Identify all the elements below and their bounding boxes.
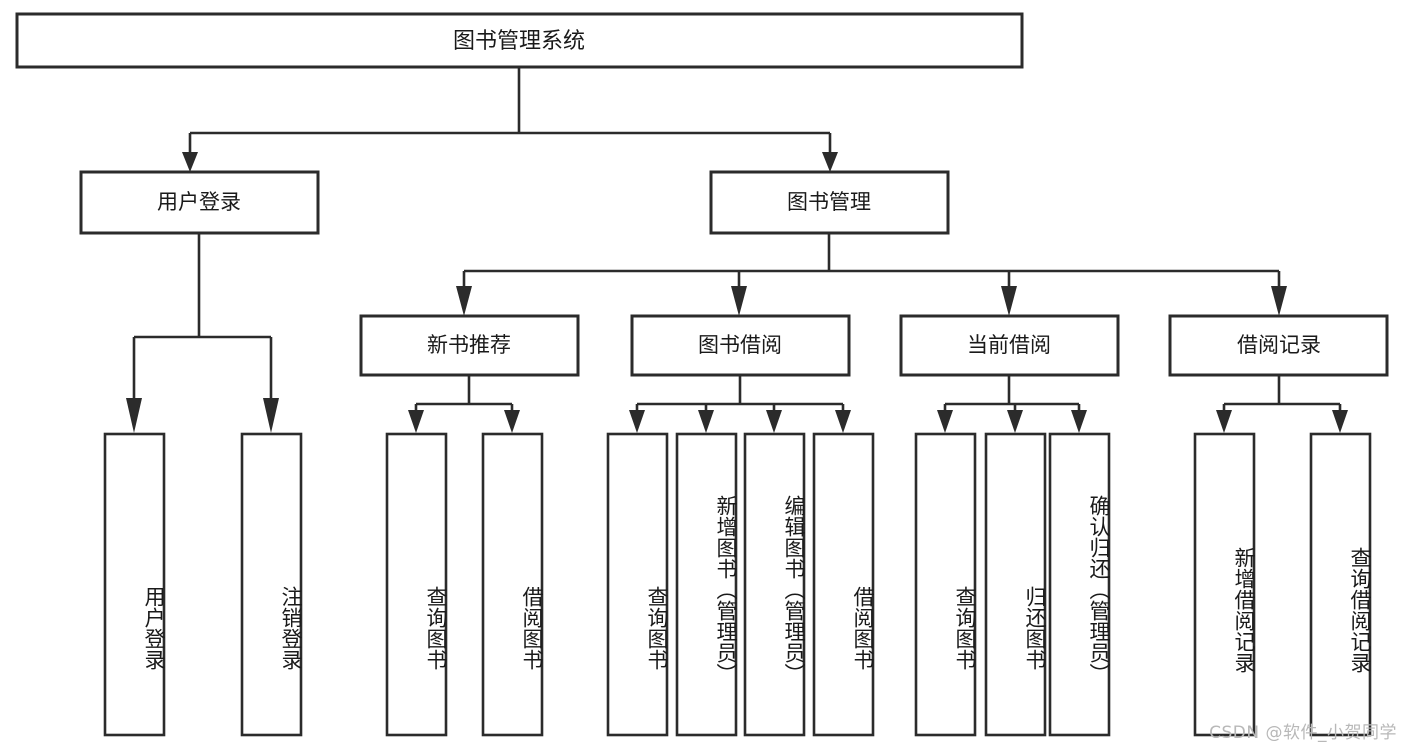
node-root-box[interactable] bbox=[15, 12, 1024, 69]
arrow-to-new-book-recommend bbox=[456, 286, 472, 316]
node-leaf-borrow-book-2-box[interactable] bbox=[812, 432, 875, 737]
edges-layer bbox=[126, 67, 1348, 433]
node-user-login[interactable]: 用户登录 bbox=[79, 170, 320, 235]
arrow-to-book-borrow bbox=[731, 286, 747, 316]
node-current-borrow[interactable]: 当前借阅 bbox=[899, 314, 1120, 377]
arrow-leaf-borrow-book-2 bbox=[835, 410, 851, 433]
csdn-watermark: CSDN @软件_小贺同学 bbox=[1209, 723, 1397, 743]
arrow-leaf-confirm-return bbox=[1071, 410, 1087, 433]
node-book-manage-box[interactable] bbox=[709, 170, 950, 235]
node-current-borrow-label: 当前借阅 bbox=[967, 333, 1051, 357]
node-leaf-edit-book-box[interactable] bbox=[743, 432, 806, 737]
node-borrow-record-label: 借阅记录 bbox=[1237, 333, 1321, 357]
arrow-leaf-add-record bbox=[1216, 410, 1232, 433]
node-book-manage-label: 图书管理 bbox=[787, 190, 871, 214]
node-new-book-recommend-box[interactable] bbox=[359, 314, 580, 377]
nodes-layer: 图书管理系统 用户登录 图书管理 新书推荐 图书借阅 当前 bbox=[15, 12, 1389, 737]
node-new-book-recommend-label: 新书推荐 bbox=[427, 333, 511, 357]
node-leaf-borrow-book-1-box[interactable] bbox=[481, 432, 544, 737]
arrow-leaf-query-book-2 bbox=[629, 410, 645, 433]
arrow-to-current-borrow bbox=[1001, 286, 1017, 316]
node-leaf-query-book-3-box[interactable] bbox=[914, 432, 977, 737]
node-leaf-add-record-box[interactable] bbox=[1193, 432, 1256, 737]
arrow-leaf-add-book bbox=[698, 410, 714, 433]
node-leaf-return-book-box[interactable] bbox=[984, 432, 1047, 737]
node-borrow-record[interactable]: 借阅记录 bbox=[1168, 314, 1389, 377]
node-book-borrow-label: 图书借阅 bbox=[698, 333, 782, 357]
arrow-leaf-query-record bbox=[1332, 410, 1348, 433]
arrow-leaf-return-book bbox=[1007, 410, 1023, 433]
node-user-login-label: 用户登录 bbox=[157, 190, 241, 214]
node-book-manage[interactable]: 图书管理 bbox=[709, 170, 950, 235]
arrow-to-user-login bbox=[182, 152, 198, 172]
arrow-to-book-manage bbox=[822, 152, 838, 172]
arrow-leaf-query-book-1 bbox=[408, 410, 424, 433]
node-leaf-logout-box[interactable] bbox=[240, 432, 303, 737]
arrow-leaf-borrow-book-1 bbox=[504, 410, 520, 433]
node-new-book-recommend[interactable]: 新书推荐 bbox=[359, 314, 580, 377]
node-book-borrow[interactable]: 图书借阅 bbox=[630, 314, 851, 377]
node-root-label: 图书管理系统 bbox=[453, 29, 585, 54]
node-book-borrow-box[interactable] bbox=[630, 314, 851, 377]
node-user-login-box[interactable] bbox=[79, 170, 320, 235]
node-leaf-query-book-2-box[interactable] bbox=[606, 432, 669, 737]
node-current-borrow-box[interactable] bbox=[899, 314, 1120, 377]
arrow-to-borrow-record bbox=[1271, 286, 1287, 316]
node-leaf-add-book-box[interactable] bbox=[675, 432, 738, 737]
node-leaf-query-record-box[interactable] bbox=[1309, 432, 1372, 737]
node-borrow-record-box[interactable] bbox=[1168, 314, 1389, 377]
arrow-leaf-logout bbox=[263, 398, 279, 433]
arrow-leaf-user-login bbox=[126, 398, 142, 433]
node-root[interactable]: 图书管理系统 bbox=[15, 12, 1024, 69]
arrow-leaf-edit-book bbox=[766, 410, 782, 433]
arrow-leaf-query-book-3 bbox=[937, 410, 953, 433]
node-leaf-confirm-return-box[interactable] bbox=[1048, 432, 1111, 737]
node-leaf-user-login-box[interactable] bbox=[103, 432, 166, 737]
node-leaf-query-book-1-box[interactable] bbox=[385, 432, 448, 737]
